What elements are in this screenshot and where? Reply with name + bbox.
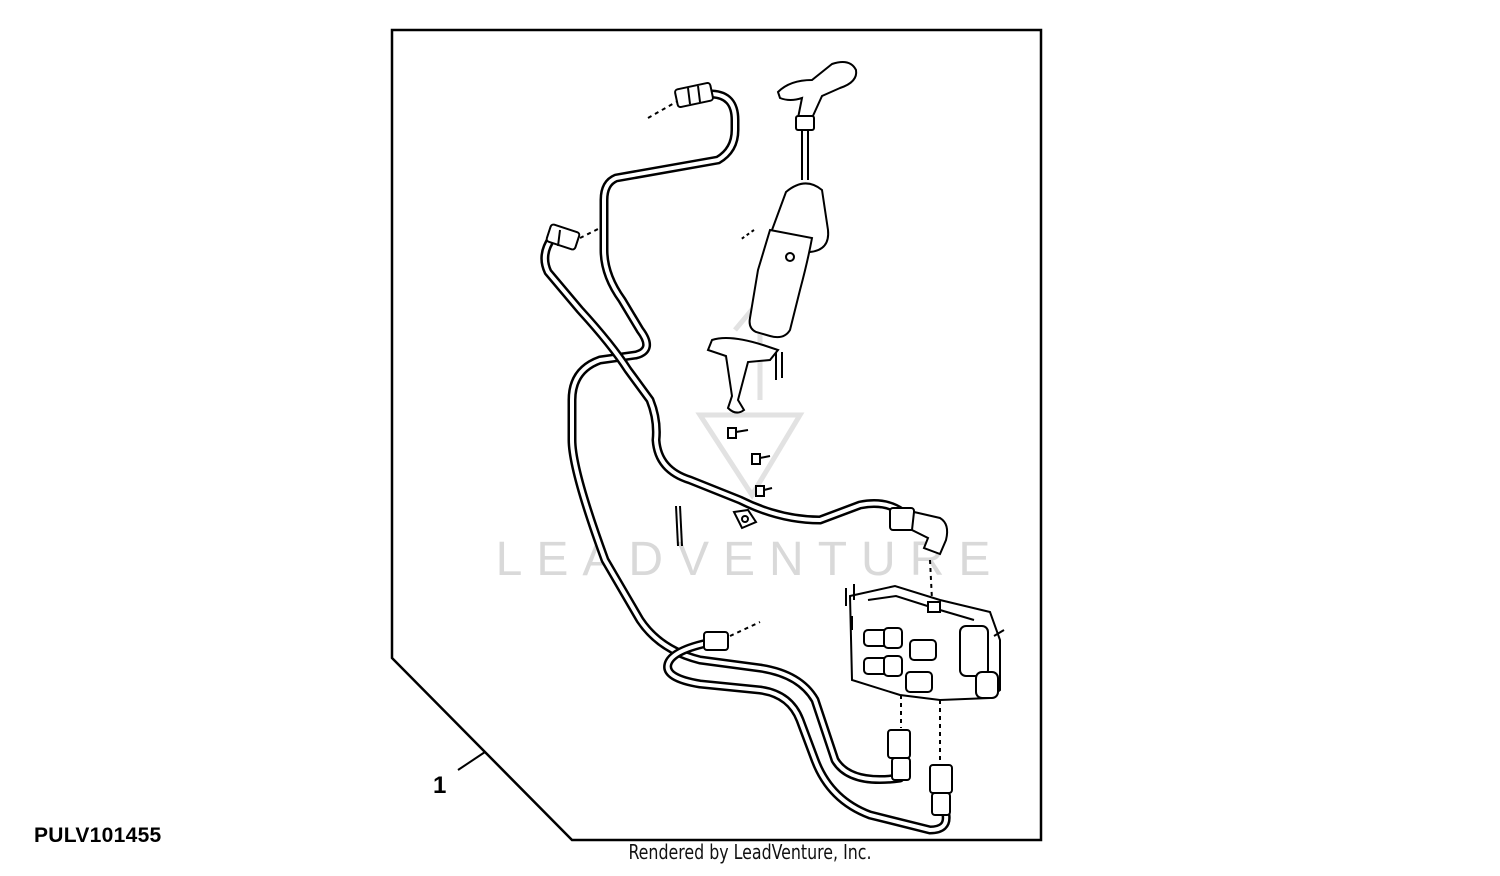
bolt-2 <box>751 453 771 465</box>
joystick-lever <box>706 61 858 414</box>
joystick-cylinder <box>748 228 814 339</box>
hardware-bolts <box>675 427 773 547</box>
joystick-handle <box>776 61 858 119</box>
fitting-top <box>647 82 714 119</box>
callout-leader <box>457 751 486 771</box>
callout-number: 1 <box>433 772 446 799</box>
pin <box>675 505 683 547</box>
fitting-left <box>545 223 601 251</box>
watermark-text: LEADVENTURE <box>496 533 1005 586</box>
kit-frame <box>390 28 1043 842</box>
fitting-bottom-2 <box>929 700 953 816</box>
clamp <box>732 508 758 530</box>
fitting-lower <box>703 621 761 651</box>
fitting-bottom-1 <box>887 695 911 781</box>
bolt-1 <box>727 427 749 439</box>
part-code-label: PULV101455 <box>34 824 162 847</box>
fitting-right-elbow <box>889 507 949 601</box>
bolt-3 <box>755 485 773 497</box>
hose-fittings <box>545 82 953 816</box>
hydraulic-lines <box>540 89 951 835</box>
control-valve <box>845 584 1005 702</box>
joystick-bracket <box>706 337 780 414</box>
render-credit: Rendered by LeadVenture, Inc. <box>628 840 872 864</box>
